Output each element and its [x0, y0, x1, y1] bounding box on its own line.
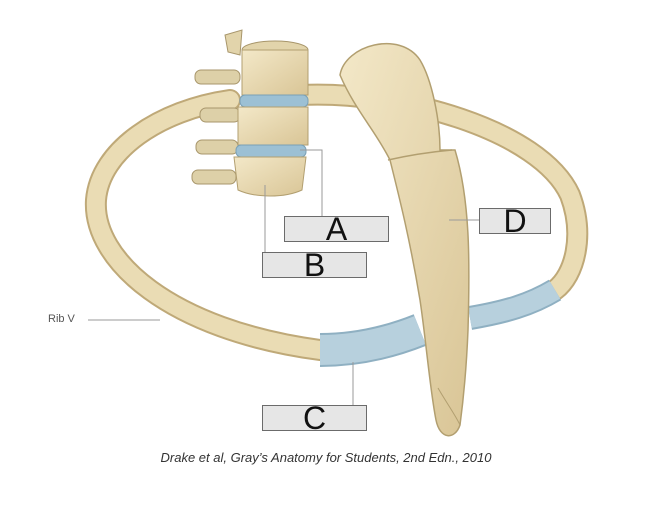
label-b-text: B	[303, 247, 326, 283]
label-a-text: A	[325, 211, 348, 247]
label-box-a: A	[284, 211, 389, 247]
label-d-text: D	[503, 203, 527, 239]
label-c-text: C	[302, 400, 327, 436]
label-box-c: C	[262, 400, 367, 436]
rib-v-label: Rib V	[48, 313, 75, 325]
label-box-b: B	[262, 247, 367, 283]
leader-lines	[88, 149, 479, 405]
leader-line-a	[300, 149, 323, 216]
label-box-d: D	[479, 203, 551, 239]
vertebral-column	[191, 29, 309, 197]
figure-caption: Drake et al, Gray’s Anatomy for Students…	[160, 450, 492, 465]
costal-cartilage	[319, 279, 562, 367]
sternum	[339, 43, 470, 437]
